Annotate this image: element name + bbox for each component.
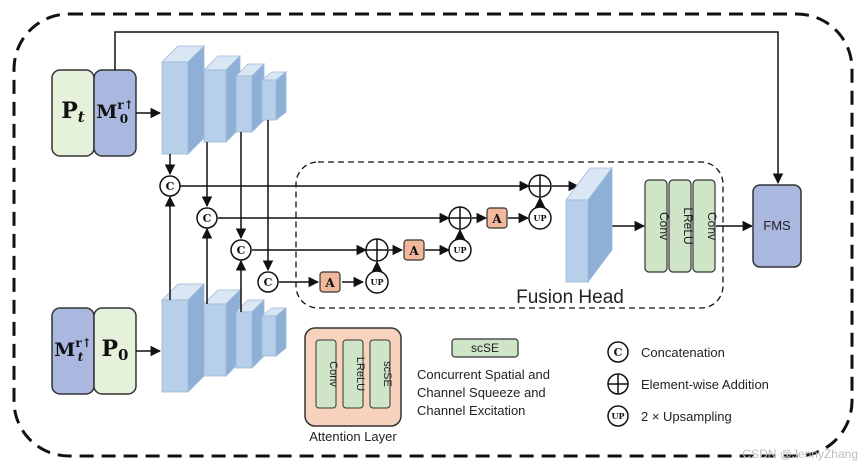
input-p-t-label: Pt bbox=[61, 98, 85, 126]
legend-add-text: Element-wise Addition bbox=[641, 377, 769, 392]
attention-block-1 bbox=[486, 207, 508, 229]
legend-concat-glyph: C bbox=[614, 346, 623, 359]
feature-map-top-1 bbox=[161, 61, 189, 155]
legend-up-text: 2 × Upsampling bbox=[641, 409, 732, 424]
input-m0-label: Mr↑0 bbox=[96, 98, 133, 126]
legend-concat-text: Concatenation bbox=[641, 345, 725, 360]
up-glyph-3: UP bbox=[371, 277, 384, 287]
concat-node-1 bbox=[159, 175, 181, 197]
attention-block-2 bbox=[403, 239, 425, 261]
feature-map-top-3 bbox=[235, 75, 253, 133]
attention-layer-scse-label: scSE bbox=[381, 361, 393, 387]
attention-layer-lrelu-label: LReLU bbox=[354, 357, 366, 391]
up-nodes: UP UP UP bbox=[365, 206, 552, 294]
feature-map-bottom-3 bbox=[235, 311, 253, 369]
legend-symbols: C Concatenation Element-wise Addition UP… bbox=[607, 341, 769, 427]
input-mt-label: Mr↑t bbox=[54, 336, 91, 364]
attention-glyph-2: A bbox=[408, 244, 419, 258]
concat-node-2 bbox=[196, 207, 218, 229]
fusion-block-conv-1-label: Conv bbox=[657, 212, 671, 240]
scse-desc-line-1: Concurrent Spatial and bbox=[417, 367, 550, 382]
feature-map-bottom-4 bbox=[261, 315, 277, 357]
input-top-pair: Pt Mr↑0 bbox=[51, 69, 137, 157]
input-p0-label: P0 bbox=[102, 336, 129, 364]
fused-feature-map bbox=[565, 166, 613, 284]
feature-map-bottom-1 bbox=[161, 299, 189, 393]
scse-tag-box bbox=[451, 338, 519, 358]
legend-up-glyph: UP bbox=[612, 411, 625, 421]
up-node-2 bbox=[448, 238, 472, 262]
concat-glyph-3: C bbox=[237, 244, 246, 257]
concat-glyph-2: C bbox=[203, 212, 212, 225]
arrow-m0-to-fms bbox=[114, 31, 784, 185]
fusion-block-conv-2-label: Conv bbox=[705, 212, 719, 240]
legend-up-icon bbox=[607, 405, 629, 427]
bottom-encoder bbox=[161, 283, 288, 393]
fusion-block-lrelu-label: LReLU bbox=[681, 207, 695, 244]
scse-desc-line-2: Channel Squeeze and bbox=[417, 385, 546, 400]
attention-glyph-3: A bbox=[324, 276, 335, 290]
attention-layer-conv-label: Conv bbox=[327, 361, 339, 387]
up-node-1 bbox=[528, 206, 552, 230]
feature-map-top-4 bbox=[261, 79, 277, 121]
attention-layer-caption: Attention Layer bbox=[309, 429, 397, 444]
legend-attention-layer: Conv LReLU scSE Attention Layer bbox=[304, 327, 402, 444]
concat-glyph-1: C bbox=[166, 180, 175, 193]
fusion-head-blocks: Conv LReLU Conv bbox=[644, 179, 719, 273]
legend-concat-icon bbox=[607, 341, 629, 363]
fusion-head-region bbox=[295, 161, 724, 309]
feature-map-bottom-2 bbox=[203, 303, 227, 377]
scse-desc-line-3: Channel Excitation bbox=[417, 403, 525, 418]
concat-nodes: C C C C bbox=[159, 175, 279, 293]
concat-node-4 bbox=[257, 271, 279, 293]
up-glyph-2: UP bbox=[454, 245, 467, 255]
fusion-head-title: Fusion Head bbox=[516, 287, 624, 308]
fms-output-label: FMS bbox=[763, 218, 791, 233]
up-glyph-1: UP bbox=[534, 213, 547, 223]
fusion-block-conv-2 bbox=[692, 179, 716, 273]
attention-block-3 bbox=[319, 271, 341, 293]
add-nodes bbox=[365, 174, 552, 262]
attention-blocks: A A A bbox=[319, 207, 508, 293]
feature-map-top-2 bbox=[203, 69, 227, 143]
fusion-block-conv-1 bbox=[644, 179, 668, 273]
fusion-block-lrelu bbox=[668, 179, 692, 273]
watermark: CSDN @JennyZhang bbox=[742, 447, 858, 461]
encoder-taps bbox=[164, 120, 274, 312]
legend-scse: scSE Concurrent Spatial and Channel Sque… bbox=[417, 338, 550, 418]
fms-output-box bbox=[752, 184, 802, 268]
outer-border bbox=[12, 12, 854, 458]
concat-glyph-4: C bbox=[264, 276, 273, 289]
top-encoder bbox=[161, 45, 288, 155]
scse-tag-label: scSE bbox=[471, 341, 499, 355]
concat-node-3 bbox=[230, 239, 252, 261]
attention-glyph-1: A bbox=[491, 212, 502, 226]
up-node-3 bbox=[365, 270, 389, 294]
decoder-lines bbox=[180, 180, 754, 288]
input-bottom-pair: Mr↑t P0 bbox=[51, 307, 137, 395]
